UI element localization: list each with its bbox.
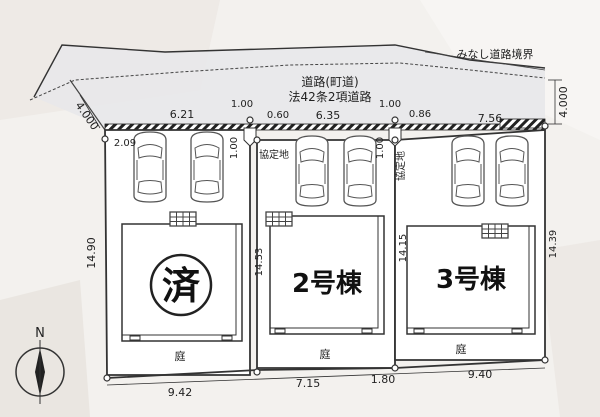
lot-3-depth-right: 14.39: [548, 230, 559, 259]
frontage-a: 6.21: [170, 108, 195, 121]
lot-2-depth: 14.53: [254, 248, 265, 277]
lot-1-garden: 庭: [175, 349, 186, 363]
frontage-c: 0.60: [267, 110, 289, 121]
rear-extra: 1.80: [371, 373, 396, 386]
agreement-label-1: 協定地: [259, 148, 289, 161]
agreement-label-2: 協定地: [394, 151, 407, 181]
frontage-b: 1.00: [231, 99, 253, 110]
lot-3-depth: 14.15: [398, 234, 409, 263]
lot-2-rear: 7.15: [296, 377, 321, 390]
corner-dimension: 2.09: [114, 138, 136, 149]
agreement-side-1: 1.00: [229, 137, 240, 159]
lot-1-rear: 9.42: [168, 386, 193, 399]
lot-2-garden: 庭: [320, 347, 331, 361]
sold-stamp: [149, 253, 213, 317]
compass-north-arrow: [15, 340, 65, 404]
road-boundary-label: みなし道路境界: [457, 47, 534, 61]
frontage-e: 1.00: [379, 99, 401, 110]
lot-1-depth: 14.90: [85, 237, 98, 269]
lot-3-rear: 9.40: [468, 368, 493, 381]
agreement-side-2: 1.00: [375, 137, 386, 159]
lot-3-garden: 庭: [456, 342, 467, 356]
road-name: 道路(町道): [301, 74, 358, 89]
lot-2-name: 2号棟: [292, 269, 363, 299]
compass-label: N: [35, 326, 45, 341]
frontage-f: 0.86: [409, 109, 431, 120]
lot-3-name: 3号棟: [436, 265, 507, 295]
frontage-g: 7.56: [478, 112, 503, 125]
setback-right: 4.000: [557, 86, 570, 118]
lot-1-status: 済: [162, 264, 201, 308]
road-article: 法42条2項道路: [289, 89, 372, 104]
frontage-d: 6.35: [316, 109, 341, 122]
